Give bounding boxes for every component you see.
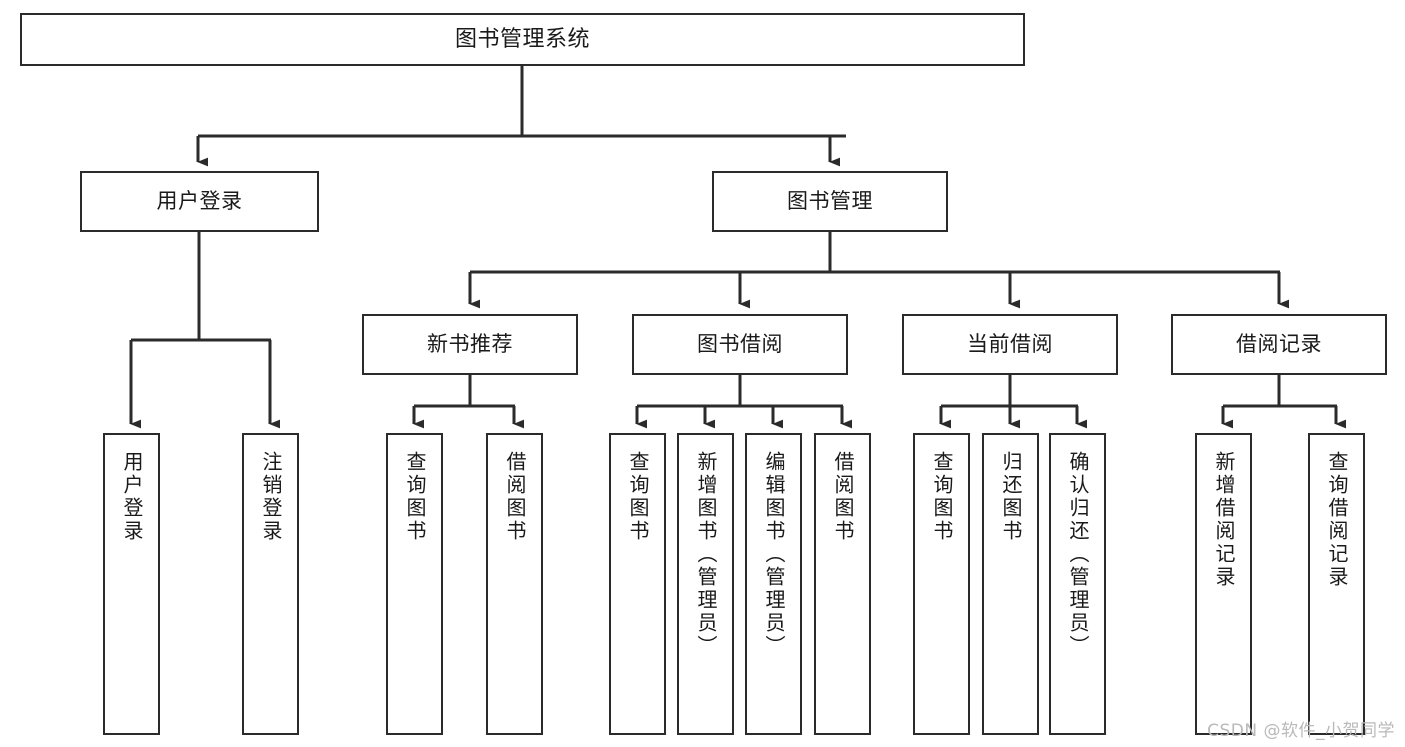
node-leaf-query-borrow-record-label: 查询借阅记录	[1325, 451, 1349, 589]
node-book-borrow-label: 图书借阅	[697, 332, 783, 357]
node-leaf-add-book-admin-label: 新增图书（管理员）	[694, 451, 718, 658]
node-leaf-borrow-book-recommend-label: 借阅图书	[503, 451, 527, 543]
node-book-management-label: 图书管理	[787, 189, 873, 214]
node-leaf-borrow-book-borrow-label: 借阅图书	[831, 451, 855, 543]
node-leaf-user-logout-label: 注销登录	[259, 451, 283, 543]
node-new-book-recommend-label: 新书推荐	[427, 332, 513, 357]
node-book-management[interactable]: 图书管理	[712, 171, 948, 232]
node-leaf-add-borrow-record-label: 新增借阅记录	[1212, 451, 1236, 589]
node-book-borrow[interactable]: 图书借阅	[632, 314, 848, 375]
node-leaf-query-book-recommend-label: 查询图书	[403, 451, 427, 543]
node-leaf-return-book-label: 归还图书	[999, 451, 1023, 543]
node-leaf-return-book[interactable]: 归还图书	[982, 433, 1039, 735]
node-leaf-confirm-return-admin-label: 确认归还（管理员）	[1066, 451, 1090, 658]
node-root-label: 图书管理系统	[454, 26, 590, 52]
node-leaf-query-book-current[interactable]: 查询图书	[913, 433, 970, 735]
node-user-login-label: 用户登录	[156, 189, 243, 214]
node-root-book-management-system[interactable]: 图书管理系统	[20, 13, 1025, 66]
node-borrow-record-label: 借阅记录	[1236, 332, 1322, 357]
node-leaf-edit-book-admin-label: 编辑图书（管理员）	[762, 451, 786, 658]
csdn-watermark: CSDN @软件_小贺同学	[1207, 721, 1395, 741]
node-leaf-add-borrow-record[interactable]: 新增借阅记录	[1195, 433, 1252, 735]
node-leaf-user-login[interactable]: 用户登录	[103, 433, 160, 735]
node-leaf-user-logout[interactable]: 注销登录	[242, 433, 299, 735]
node-current-borrow[interactable]: 当前借阅	[902, 314, 1118, 375]
node-leaf-borrow-book-borrow[interactable]: 借阅图书	[814, 433, 871, 735]
node-user-login[interactable]: 用户登录	[80, 171, 319, 232]
node-borrow-record[interactable]: 借阅记录	[1171, 314, 1387, 375]
node-leaf-query-book-borrow-label: 查询图书	[626, 451, 650, 543]
node-leaf-user-login-label: 用户登录	[120, 451, 144, 543]
node-leaf-query-book-borrow[interactable]: 查询图书	[609, 433, 666, 735]
node-leaf-confirm-return-admin[interactable]: 确认归还（管理员）	[1049, 433, 1106, 735]
node-leaf-edit-book-admin[interactable]: 编辑图书（管理员）	[745, 433, 802, 735]
node-leaf-query-book-recommend[interactable]: 查询图书	[386, 433, 443, 735]
node-current-borrow-label: 当前借阅	[967, 332, 1053, 357]
node-leaf-borrow-book-recommend[interactable]: 借阅图书	[486, 433, 543, 735]
node-leaf-add-book-admin[interactable]: 新增图书（管理员）	[677, 433, 734, 735]
node-leaf-query-book-current-label: 查询图书	[930, 451, 954, 543]
node-new-book-recommend[interactable]: 新书推荐	[362, 314, 578, 375]
node-leaf-query-borrow-record[interactable]: 查询借阅记录	[1308, 433, 1365, 735]
